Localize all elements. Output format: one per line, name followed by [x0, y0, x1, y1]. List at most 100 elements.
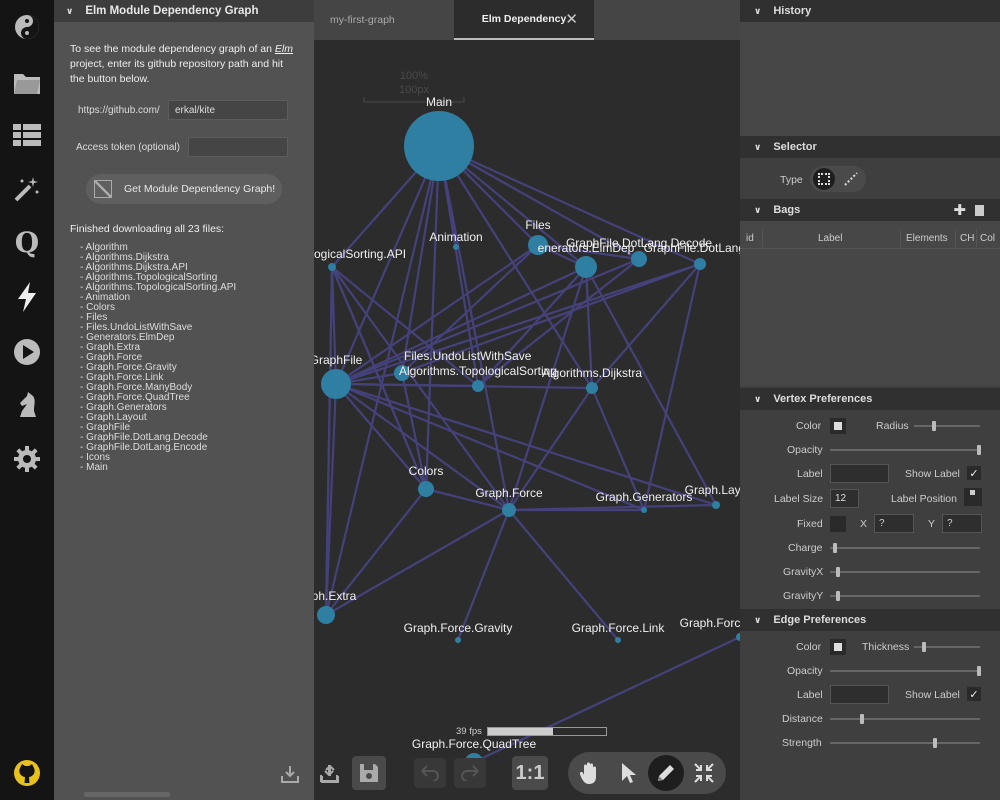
graph-edge[interactable] — [591, 263, 701, 389]
graph-edge[interactable] — [438, 144, 701, 266]
label-position-grid-icon[interactable] — [964, 488, 982, 506]
table-icon[interactable] — [12, 120, 42, 150]
graph-edge[interactable] — [335, 382, 645, 512]
graph-edge[interactable] — [473, 636, 740, 763]
vertex-show-label-checkbox[interactable]: ✓ — [967, 466, 981, 480]
graph-node[interactable] — [694, 258, 706, 270]
graph-edge[interactable] — [335, 262, 701, 386]
plus-icon[interactable]: ✚ — [953, 202, 966, 219]
graph-node[interactable] — [321, 369, 351, 399]
graph-edge[interactable] — [331, 266, 510, 511]
tab-my-first-graph[interactable]: my-first-graph — [330, 0, 450, 40]
graph-node[interactable] — [404, 111, 474, 181]
graph-edge[interactable] — [477, 258, 640, 387]
pencil-icon[interactable] — [648, 755, 684, 791]
vertex-y-input[interactable]: ? — [942, 514, 982, 533]
graph-node[interactable] — [615, 637, 621, 643]
play-icon[interactable] — [12, 337, 42, 367]
vertex-label-size-input[interactable]: 12 — [830, 489, 859, 508]
one-to-one-button[interactable]: 1:1 — [512, 756, 548, 790]
lightning-icon[interactable] — [12, 282, 42, 312]
edge-thickness-slider[interactable] — [914, 642, 980, 652]
chess-knight-icon[interactable] — [12, 390, 42, 420]
chevron-down-icon[interactable]: ∨ — [754, 393, 762, 404]
repo-input[interactable] — [168, 100, 288, 120]
folder-icon[interactable] — [12, 68, 42, 98]
graph-node[interactable] — [631, 251, 647, 267]
horizontal-scrollbar[interactable] — [84, 792, 170, 797]
graph-edge[interactable] — [642, 263, 702, 511]
bags-header[interactable]: ∨Bags ✚ — [740, 199, 1000, 221]
github-icon[interactable] — [12, 758, 42, 788]
graph-edge[interactable] — [334, 145, 441, 385]
line-select-icon[interactable] — [840, 168, 862, 190]
graph-edge[interactable] — [325, 488, 427, 616]
magic-wand-icon[interactable] — [12, 174, 42, 204]
vertex-prefs-header[interactable]: ∨Vertex Preferences — [740, 388, 1000, 410]
graph-edge[interactable] — [508, 387, 593, 511]
graph-edge[interactable] — [324, 145, 441, 616]
edge-color-swatch[interactable] — [830, 639, 846, 655]
graph-node[interactable] — [453, 244, 459, 250]
edge-prefs-header[interactable]: ∨Edge Preferences — [740, 609, 1000, 631]
graph-edge[interactable] — [508, 509, 619, 641]
vertex-fixed-checkbox[interactable] — [830, 516, 846, 532]
redo-icon[interactable] — [454, 758, 486, 788]
vertex-opacity-slider[interactable] — [830, 445, 981, 455]
graph-edge[interactable] — [330, 266, 428, 490]
graph-node[interactable] — [455, 637, 461, 643]
chevron-down-icon[interactable]: ∨ — [66, 5, 74, 16]
graph-edge[interactable] — [425, 487, 510, 512]
graph-edge[interactable] — [507, 266, 588, 511]
graph-edge[interactable] — [456, 509, 511, 641]
trash-icon[interactable] — [975, 205, 984, 216]
upload-icon[interactable] — [316, 760, 344, 788]
query-icon[interactable]: Q — [14, 225, 40, 259]
close-icon[interactable]: ✕ — [565, 11, 578, 28]
chevron-down-icon[interactable]: ∨ — [754, 141, 762, 152]
selector-header[interactable]: ∨Selector — [740, 136, 1000, 158]
graph-edge[interactable] — [335, 382, 717, 507]
edge-label-input[interactable] — [830, 685, 889, 704]
vertex-gravityx-slider[interactable] — [830, 567, 980, 577]
graph-node[interactable] — [328, 263, 336, 271]
get-graph-button[interactable]: Get Module Dependency Graph! — [86, 174, 282, 204]
pointer-icon[interactable] — [612, 757, 644, 789]
chevron-down-icon[interactable]: ∨ — [754, 614, 762, 625]
graph-node[interactable] — [586, 382, 598, 394]
hand-icon[interactable] — [574, 757, 606, 789]
edge-show-label-checkbox[interactable]: ✓ — [967, 687, 981, 701]
chevron-down-icon[interactable]: ∨ — [754, 5, 762, 16]
col-label[interactable]: Label — [818, 233, 843, 244]
graph-edge[interactable] — [325, 509, 510, 616]
vertex-charge-slider[interactable] — [830, 543, 980, 553]
edge-opacity-slider[interactable] — [830, 666, 981, 676]
chevron-down-icon[interactable]: ∨ — [754, 204, 762, 215]
graph-edge[interactable] — [335, 383, 427, 490]
vertex-label-input[interactable] — [830, 464, 889, 483]
graph-edge[interactable] — [401, 262, 701, 375]
graph-edge[interactable] — [438, 145, 640, 260]
graph-node[interactable] — [502, 503, 516, 517]
graph-svg[interactable]: 100% 100px MainAnimationFilespologicalSo… — [314, 40, 740, 800]
vertex-gravityy-slider[interactable] — [830, 591, 980, 601]
graph-edge[interactable] — [335, 383, 510, 511]
download-icon[interactable] — [276, 760, 304, 788]
graph-edge[interactable] — [335, 382, 479, 388]
history-header[interactable]: ∨History — [740, 0, 1000, 22]
graph-node[interactable] — [641, 507, 647, 513]
graph-node[interactable] — [575, 256, 597, 278]
graph-node[interactable] — [472, 380, 484, 392]
graph-node[interactable] — [418, 481, 434, 497]
elm-link[interactable]: Elm — [274, 43, 293, 55]
compress-arrows-icon[interactable] — [688, 757, 720, 789]
col-col[interactable]: Col — [980, 233, 996, 244]
rect-select-icon[interactable] — [813, 168, 835, 190]
graph-edge[interactable] — [590, 387, 646, 511]
vertex-x-input[interactable]: ? — [874, 514, 914, 533]
graph-edge[interactable] — [335, 244, 539, 385]
graph-node[interactable] — [317, 606, 335, 624]
graph-edge[interactable] — [335, 257, 640, 386]
graph-node[interactable] — [736, 633, 740, 641]
graph-edge[interactable] — [331, 266, 479, 387]
